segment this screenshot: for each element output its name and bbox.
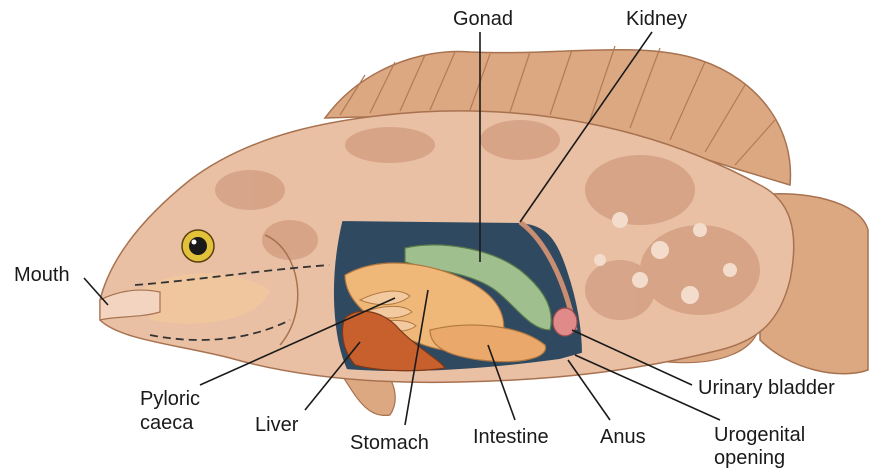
- label-urogenital-line1: Urogenital: [714, 424, 805, 446]
- eye: [182, 230, 214, 262]
- label-stomach: Stomach: [350, 432, 429, 454]
- label-gonad: Gonad: [453, 8, 513, 30]
- label-urogenital-line2: opening: [714, 447, 785, 469]
- label-mouth: Mouth: [14, 264, 70, 286]
- label-kidney: Kidney: [626, 8, 687, 30]
- label-pyloric-caeca-line1: Pyloric: [140, 388, 200, 410]
- label-liver: Liver: [255, 414, 298, 436]
- urinary-bladder-organ: [553, 308, 577, 336]
- label-anus: Anus: [600, 426, 646, 448]
- label-intestine: Intestine: [473, 426, 549, 448]
- label-pyloric-caeca-line2: caeca: [140, 412, 193, 434]
- label-urinary-bladder: Urinary bladder: [698, 377, 835, 399]
